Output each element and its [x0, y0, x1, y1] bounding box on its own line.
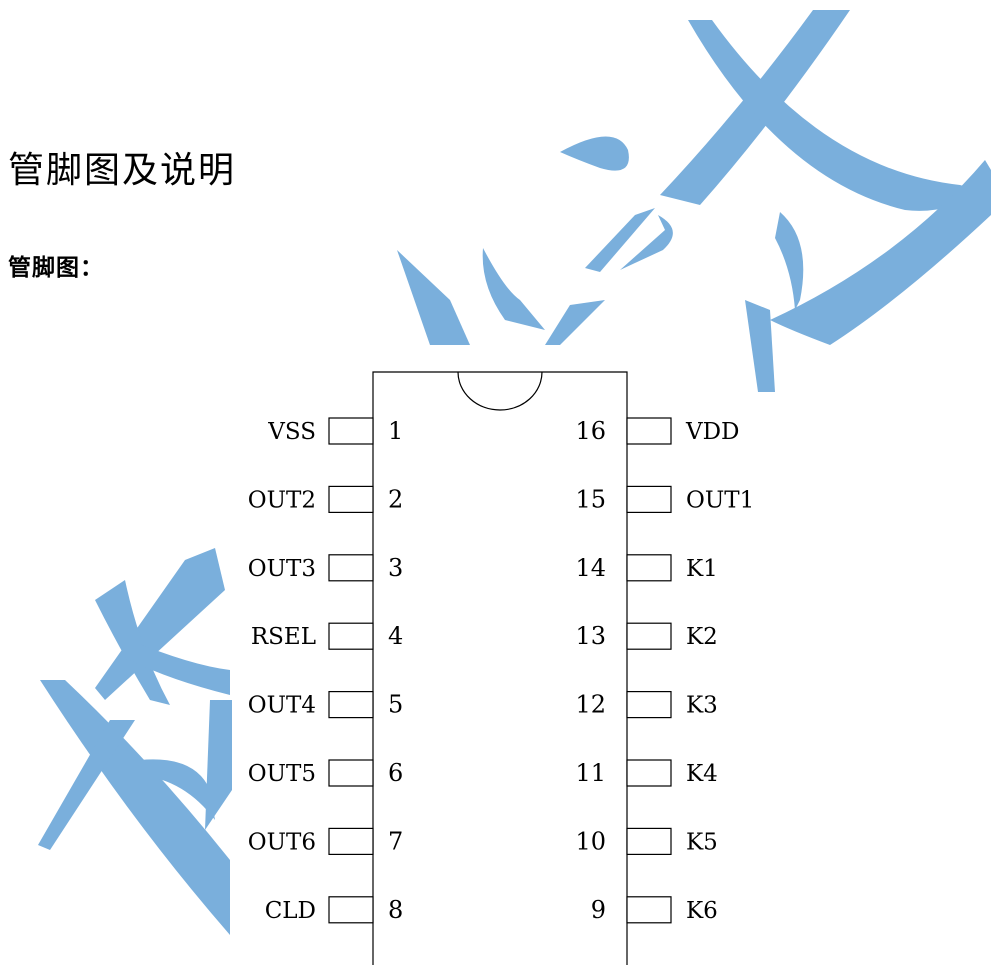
pin-box-left-6 [328, 759, 374, 787]
pin-name-right: K1 [686, 556, 718, 582]
pin-number-right: 14 [575, 554, 606, 582]
pin-name-left: OUT2 [248, 487, 316, 513]
pin-number-right: 10 [575, 827, 606, 855]
pin-name-right: K4 [686, 761, 718, 787]
pin-number-right: 13 [575, 622, 606, 650]
pin-name-right: VDD [685, 419, 740, 445]
pin-box-left-1 [328, 417, 374, 445]
pin-number-left: 2 [388, 485, 403, 513]
pin-box-right-13 [626, 622, 672, 650]
ic-body-outline [372, 371, 628, 965]
pin-box-left-4 [328, 622, 374, 650]
pin-number-right: 11 [575, 759, 606, 787]
pin-box-right-9 [626, 896, 672, 924]
watermark-stroke [545, 300, 605, 345]
pin-box-left-7 [328, 827, 374, 856]
pin-name-left: VSS [267, 419, 316, 445]
pin-box-left-2 [328, 485, 374, 513]
watermark-stroke [482, 248, 545, 330]
pin-box-left-5 [328, 690, 374, 719]
watermark-stroke [775, 212, 804, 310]
pin-name-right: K5 [686, 829, 718, 855]
watermark-stroke [770, 160, 991, 345]
pin-name-left: OUT4 [248, 693, 316, 719]
pin-number-left: 7 [388, 827, 403, 855]
pin-box-left-3 [328, 554, 374, 582]
watermark-stroke [585, 208, 655, 272]
watermark-stroke [620, 215, 673, 270]
watermark-stroke [95, 548, 225, 700]
pin-name-right: OUT1 [686, 487, 754, 513]
pin-number-left: 4 [388, 622, 403, 650]
watermark-stroke [205, 700, 232, 830]
pin-number-left: 6 [388, 759, 403, 787]
pin-number-right: 15 [575, 485, 606, 513]
pin-box-right-11 [626, 759, 672, 787]
pin-name-left: OUT6 [248, 829, 316, 855]
pin-box-right-10 [626, 827, 672, 856]
pin-name-left: OUT3 [248, 556, 316, 582]
pin-number-left: 3 [388, 554, 403, 582]
pin-number-right: 9 [591, 896, 606, 924]
pin-box-right-15 [626, 485, 672, 513]
ic-notch [457, 371, 543, 411]
pin-box-right-14 [626, 554, 672, 582]
pin-name-left: OUT5 [248, 761, 316, 787]
pin-name-right: K2 [686, 624, 718, 650]
pin-name-right: K3 [686, 693, 718, 719]
watermark-stroke [688, 20, 985, 211]
watermark-stroke [745, 300, 775, 392]
pin-number-left: 8 [388, 896, 403, 924]
watermark-stroke [40, 680, 230, 935]
watermark-stroke [397, 250, 470, 345]
pin-number-left: 5 [388, 691, 403, 719]
pin-box-right-16 [626, 417, 672, 445]
page-heading: 管脚图及说明 [8, 150, 237, 191]
pin-number-left: 1 [388, 417, 403, 445]
pin-name-left: CLD [265, 898, 316, 924]
watermark-stroke [38, 720, 135, 850]
pin-name-left: RSEL [251, 624, 316, 650]
pin-diagram-label: 管脚图： [8, 255, 104, 281]
pin-box-left-8 [328, 896, 374, 924]
watermark-stroke [560, 136, 629, 171]
watermark-stroke [130, 640, 230, 695]
pin-number-right: 16 [575, 417, 606, 445]
pin-name-right: K6 [686, 898, 718, 924]
watermark-stroke [140, 759, 215, 820]
pin-number-right: 12 [575, 691, 606, 719]
pin-box-right-12 [626, 690, 672, 719]
